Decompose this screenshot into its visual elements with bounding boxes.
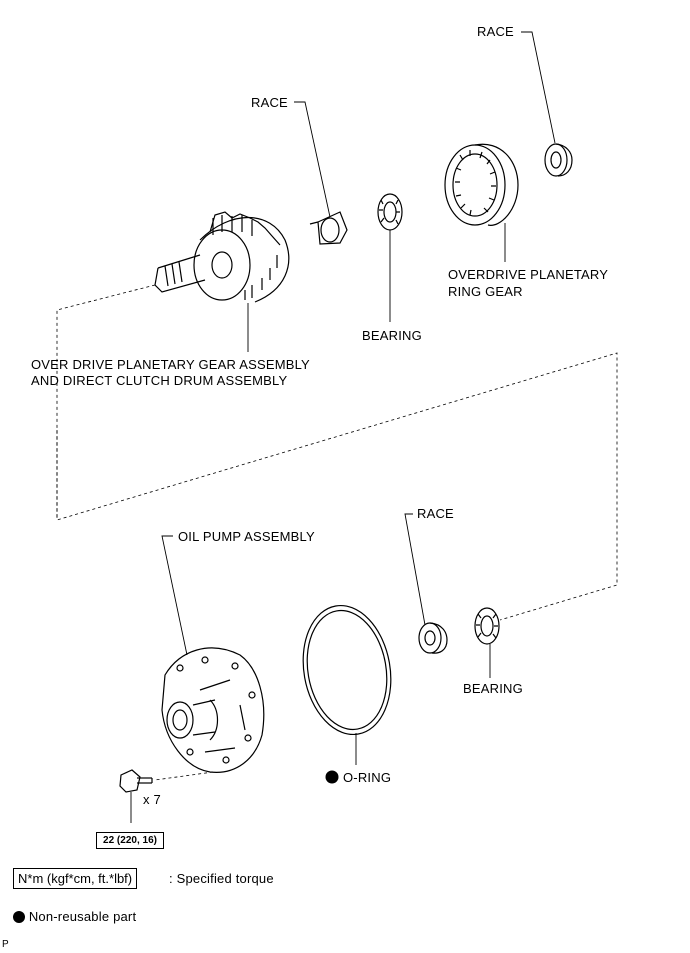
label-race-bottom: RACE bbox=[417, 506, 454, 521]
label-planetary-line1: OVER DRIVE PLANETARY GEAR ASSEMBLY bbox=[31, 357, 310, 372]
label-race-mid: RACE bbox=[251, 95, 288, 110]
race-top-part bbox=[544, 143, 573, 177]
label-bearing-bottom: BEARING bbox=[463, 681, 523, 696]
bearing-bottom-part bbox=[474, 607, 500, 645]
label-ring-gear-line1: OVERDRIVE PLANETARY bbox=[448, 267, 609, 282]
race-mid-part bbox=[309, 211, 348, 245]
assembly-dashed-lines bbox=[56, 284, 618, 781]
oil-pump-part bbox=[161, 647, 265, 773]
legend-torque-desc: : Specified torque bbox=[169, 871, 274, 886]
label-ring-gear-line2: RING GEAR bbox=[448, 284, 523, 299]
non-reusable-legend-dot bbox=[13, 911, 25, 923]
race-bottom-part bbox=[418, 622, 448, 654]
leader-lines bbox=[130, 31, 556, 823]
legend-non-reusable-text: Non-reusable part bbox=[28, 909, 137, 924]
non-reusable-dot bbox=[325, 770, 339, 784]
label-o-ring: O-RING bbox=[343, 770, 392, 785]
label-race-top: RACE bbox=[477, 24, 514, 39]
legend-non-reusable: Non-reusable part bbox=[13, 908, 136, 925]
legend-torque-unit-box: N*m (kgf*cm, ft.*lbf) bbox=[13, 868, 138, 889]
planetary-gear-assembly bbox=[154, 211, 290, 303]
label-planetary-line2: AND DIRECT CLUTCH DRUM ASSEMBLY bbox=[31, 373, 288, 388]
label-oil-pump: OIL PUMP ASSEMBLY bbox=[178, 529, 315, 544]
o-ring-part bbox=[302, 604, 392, 736]
ring-gear-part bbox=[444, 143, 519, 226]
bolt-part bbox=[119, 769, 153, 793]
torque-value-box: 22 (220, 16) bbox=[96, 832, 164, 849]
label-bearing-top: BEARING bbox=[362, 328, 422, 343]
bearing-top-part bbox=[377, 193, 403, 231]
label-bolt-qty: x 7 bbox=[143, 792, 161, 807]
footer-code: P bbox=[2, 939, 9, 950]
